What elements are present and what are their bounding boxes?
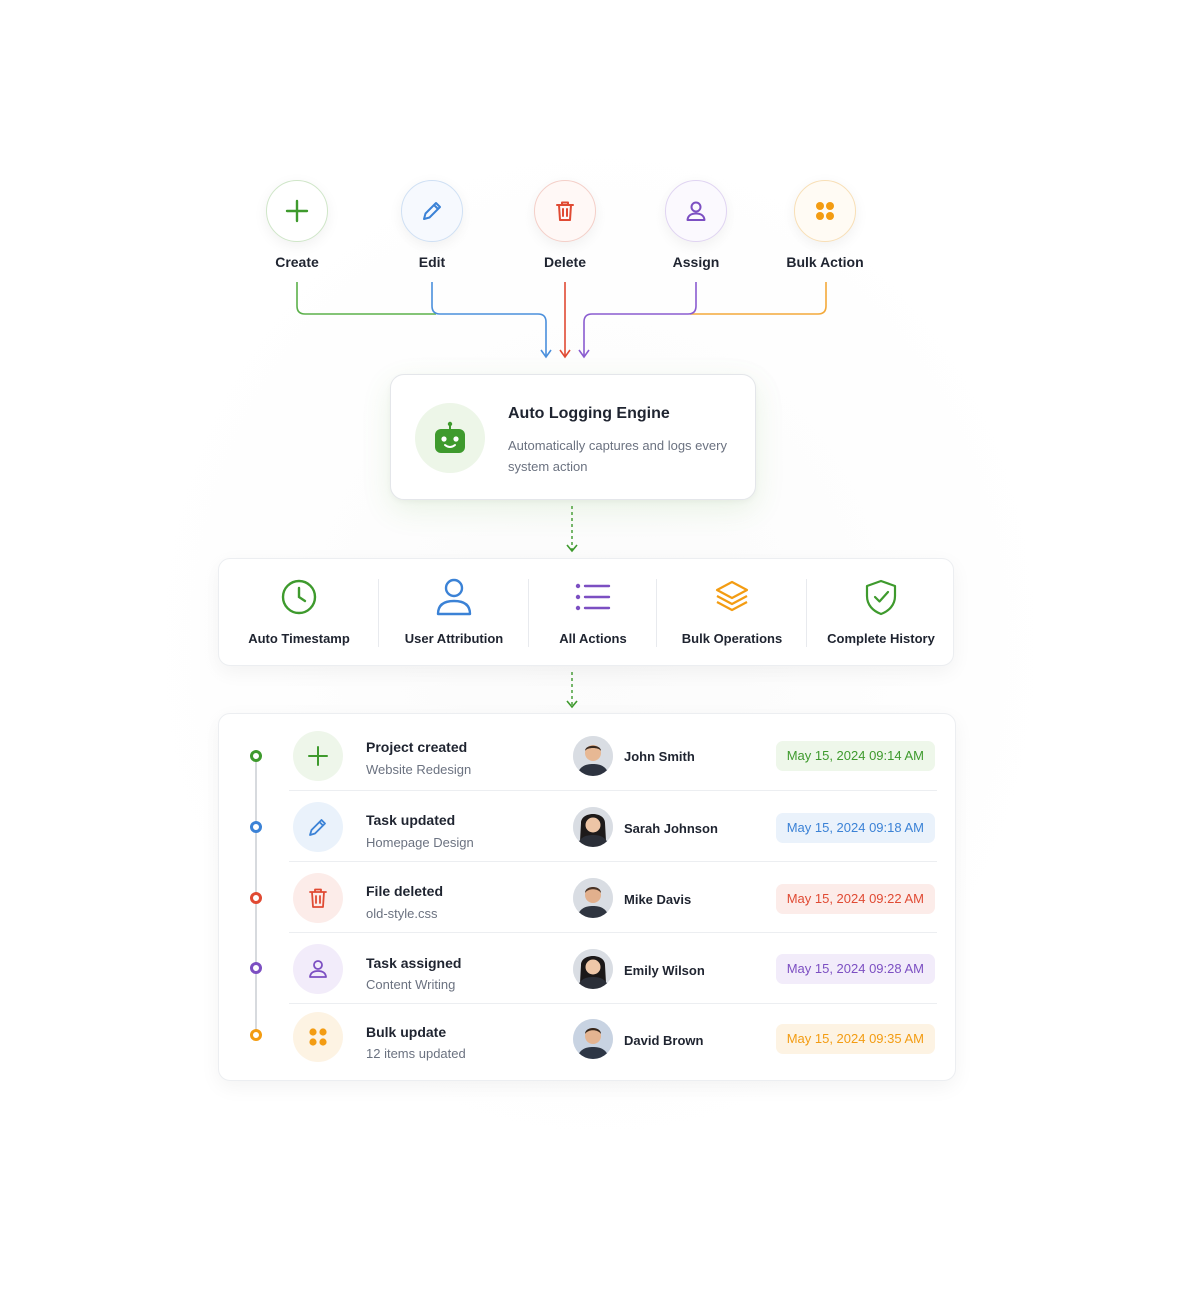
- avatar: [573, 807, 613, 847]
- action-label: Bulk Action: [786, 254, 864, 270]
- timestamp-badge: May 15, 2024 09:18 AM: [775, 813, 935, 843]
- timeline-dot: [250, 750, 262, 762]
- pencil-icon: [401, 180, 463, 242]
- feature-all-actions: All Actions: [529, 559, 657, 667]
- feature-auto-timestamp: Auto Timestamp: [219, 559, 379, 667]
- pencil-icon: [293, 802, 343, 852]
- log-title: Project created: [366, 739, 468, 755]
- timeline-dot: [250, 821, 262, 833]
- avatar: [573, 949, 613, 989]
- log-subtitle: 12 items updated: [366, 1046, 466, 1061]
- timeline-dot: [250, 892, 262, 904]
- trash-icon: [534, 180, 596, 242]
- log-row[interactable]: Task updated Homepage Design Sarah Johns…: [219, 792, 957, 862]
- timestamp-badge: May 15, 2024 09:35 AM: [775, 1024, 935, 1054]
- list-icon: [573, 577, 613, 617]
- row-divider: [289, 861, 937, 862]
- feature-divider: [806, 579, 807, 647]
- robot-icon: [415, 403, 485, 473]
- feature-label: All Actions: [559, 631, 627, 646]
- trash-icon: [293, 873, 343, 923]
- user-name: Sarah Johnson: [624, 821, 718, 836]
- avatar: [573, 736, 613, 776]
- user-icon: [665, 180, 727, 242]
- clock-icon: [279, 577, 319, 617]
- feature-label: Auto Timestamp: [248, 631, 350, 646]
- feature-label: User Attribution: [404, 631, 504, 646]
- plus-icon: [266, 180, 328, 242]
- action-label: Assign: [672, 254, 720, 270]
- avatar: [573, 878, 613, 918]
- connector-assign: [583, 282, 697, 356]
- log-row[interactable]: File deleted old-style.css Mike Davis Ma…: [219, 863, 957, 933]
- timestamp-badge: May 15, 2024 09:28 AM: [775, 954, 935, 984]
- user-icon: [434, 577, 474, 617]
- grid-dots-icon: [794, 180, 856, 242]
- row-divider: [289, 1003, 937, 1004]
- engine-description: Automatically captures and logs every sy…: [508, 438, 727, 474]
- grid-dots-icon: [293, 1012, 343, 1062]
- activity-log: Project created Website Redesign John Sm…: [218, 713, 956, 1081]
- user-name: Mike Davis: [624, 892, 692, 907]
- action-bulk[interactable]: Bulk Action: [765, 180, 885, 270]
- timestamp-badge: May 15, 2024 09:14 AM: [775, 741, 935, 771]
- user-icon: [293, 944, 343, 994]
- layers-icon: [712, 577, 752, 617]
- feature-label: Complete History: [827, 631, 935, 646]
- log-title: Bulk update: [366, 1024, 447, 1040]
- log-title: File deleted: [366, 883, 444, 899]
- row-divider: [289, 790, 937, 791]
- log-subtitle: Website Redesign: [366, 762, 472, 777]
- connector-create: [296, 282, 436, 315]
- auto-logging-engine-card: Auto Logging Engine Automatically captur…: [390, 374, 756, 500]
- connector-edit: [431, 282, 547, 356]
- log-title: Task updated: [366, 812, 456, 828]
- log-row[interactable]: Project created Website Redesign John Sm…: [219, 721, 957, 791]
- timestamp-badge: May 15, 2024 09:22 AM: [775, 884, 935, 914]
- feature-bulk-operations: Bulk Operations: [657, 559, 807, 667]
- avatar: [573, 1019, 613, 1059]
- log-subtitle: Content Writing: [366, 977, 456, 992]
- action-label: Create: [275, 254, 319, 270]
- user-name: David Brown: [624, 1033, 704, 1048]
- action-label: Delete: [543, 254, 587, 270]
- shield-check-icon: [861, 577, 901, 617]
- log-subtitle: Homepage Design: [366, 835, 474, 850]
- feature-complete-history: Complete History: [807, 559, 955, 667]
- feature-divider: [656, 579, 657, 647]
- user-name: Emily Wilson: [624, 963, 705, 978]
- user-name: John Smith: [624, 749, 695, 764]
- feature-divider: [528, 579, 529, 647]
- log-subtitle: old-style.css: [366, 906, 438, 921]
- timeline-dot: [250, 962, 262, 974]
- connector-bulk: [690, 282, 827, 315]
- action-assign[interactable]: Assign: [636, 180, 756, 270]
- row-divider: [289, 932, 937, 933]
- feature-label: Bulk Operations: [681, 631, 783, 646]
- feature-user-attribution: User Attribution: [379, 559, 529, 667]
- log-row[interactable]: Task assigned Content Writing Emily Wils…: [219, 934, 957, 1004]
- engine-title: Auto Logging Engine: [508, 405, 670, 422]
- log-row[interactable]: Bulk update 12 items updated David Brown…: [219, 1004, 957, 1074]
- action-edit[interactable]: Edit: [372, 180, 492, 270]
- action-label: Edit: [418, 254, 446, 270]
- timeline-dot: [250, 1029, 262, 1041]
- log-title: Task assigned: [366, 955, 462, 971]
- action-delete[interactable]: Delete: [505, 180, 625, 270]
- plus-icon: [293, 731, 343, 781]
- features-bar: Auto Timestamp User Attribution All Acti…: [218, 558, 954, 666]
- feature-divider: [378, 579, 379, 647]
- action-create[interactable]: Create: [237, 180, 357, 270]
